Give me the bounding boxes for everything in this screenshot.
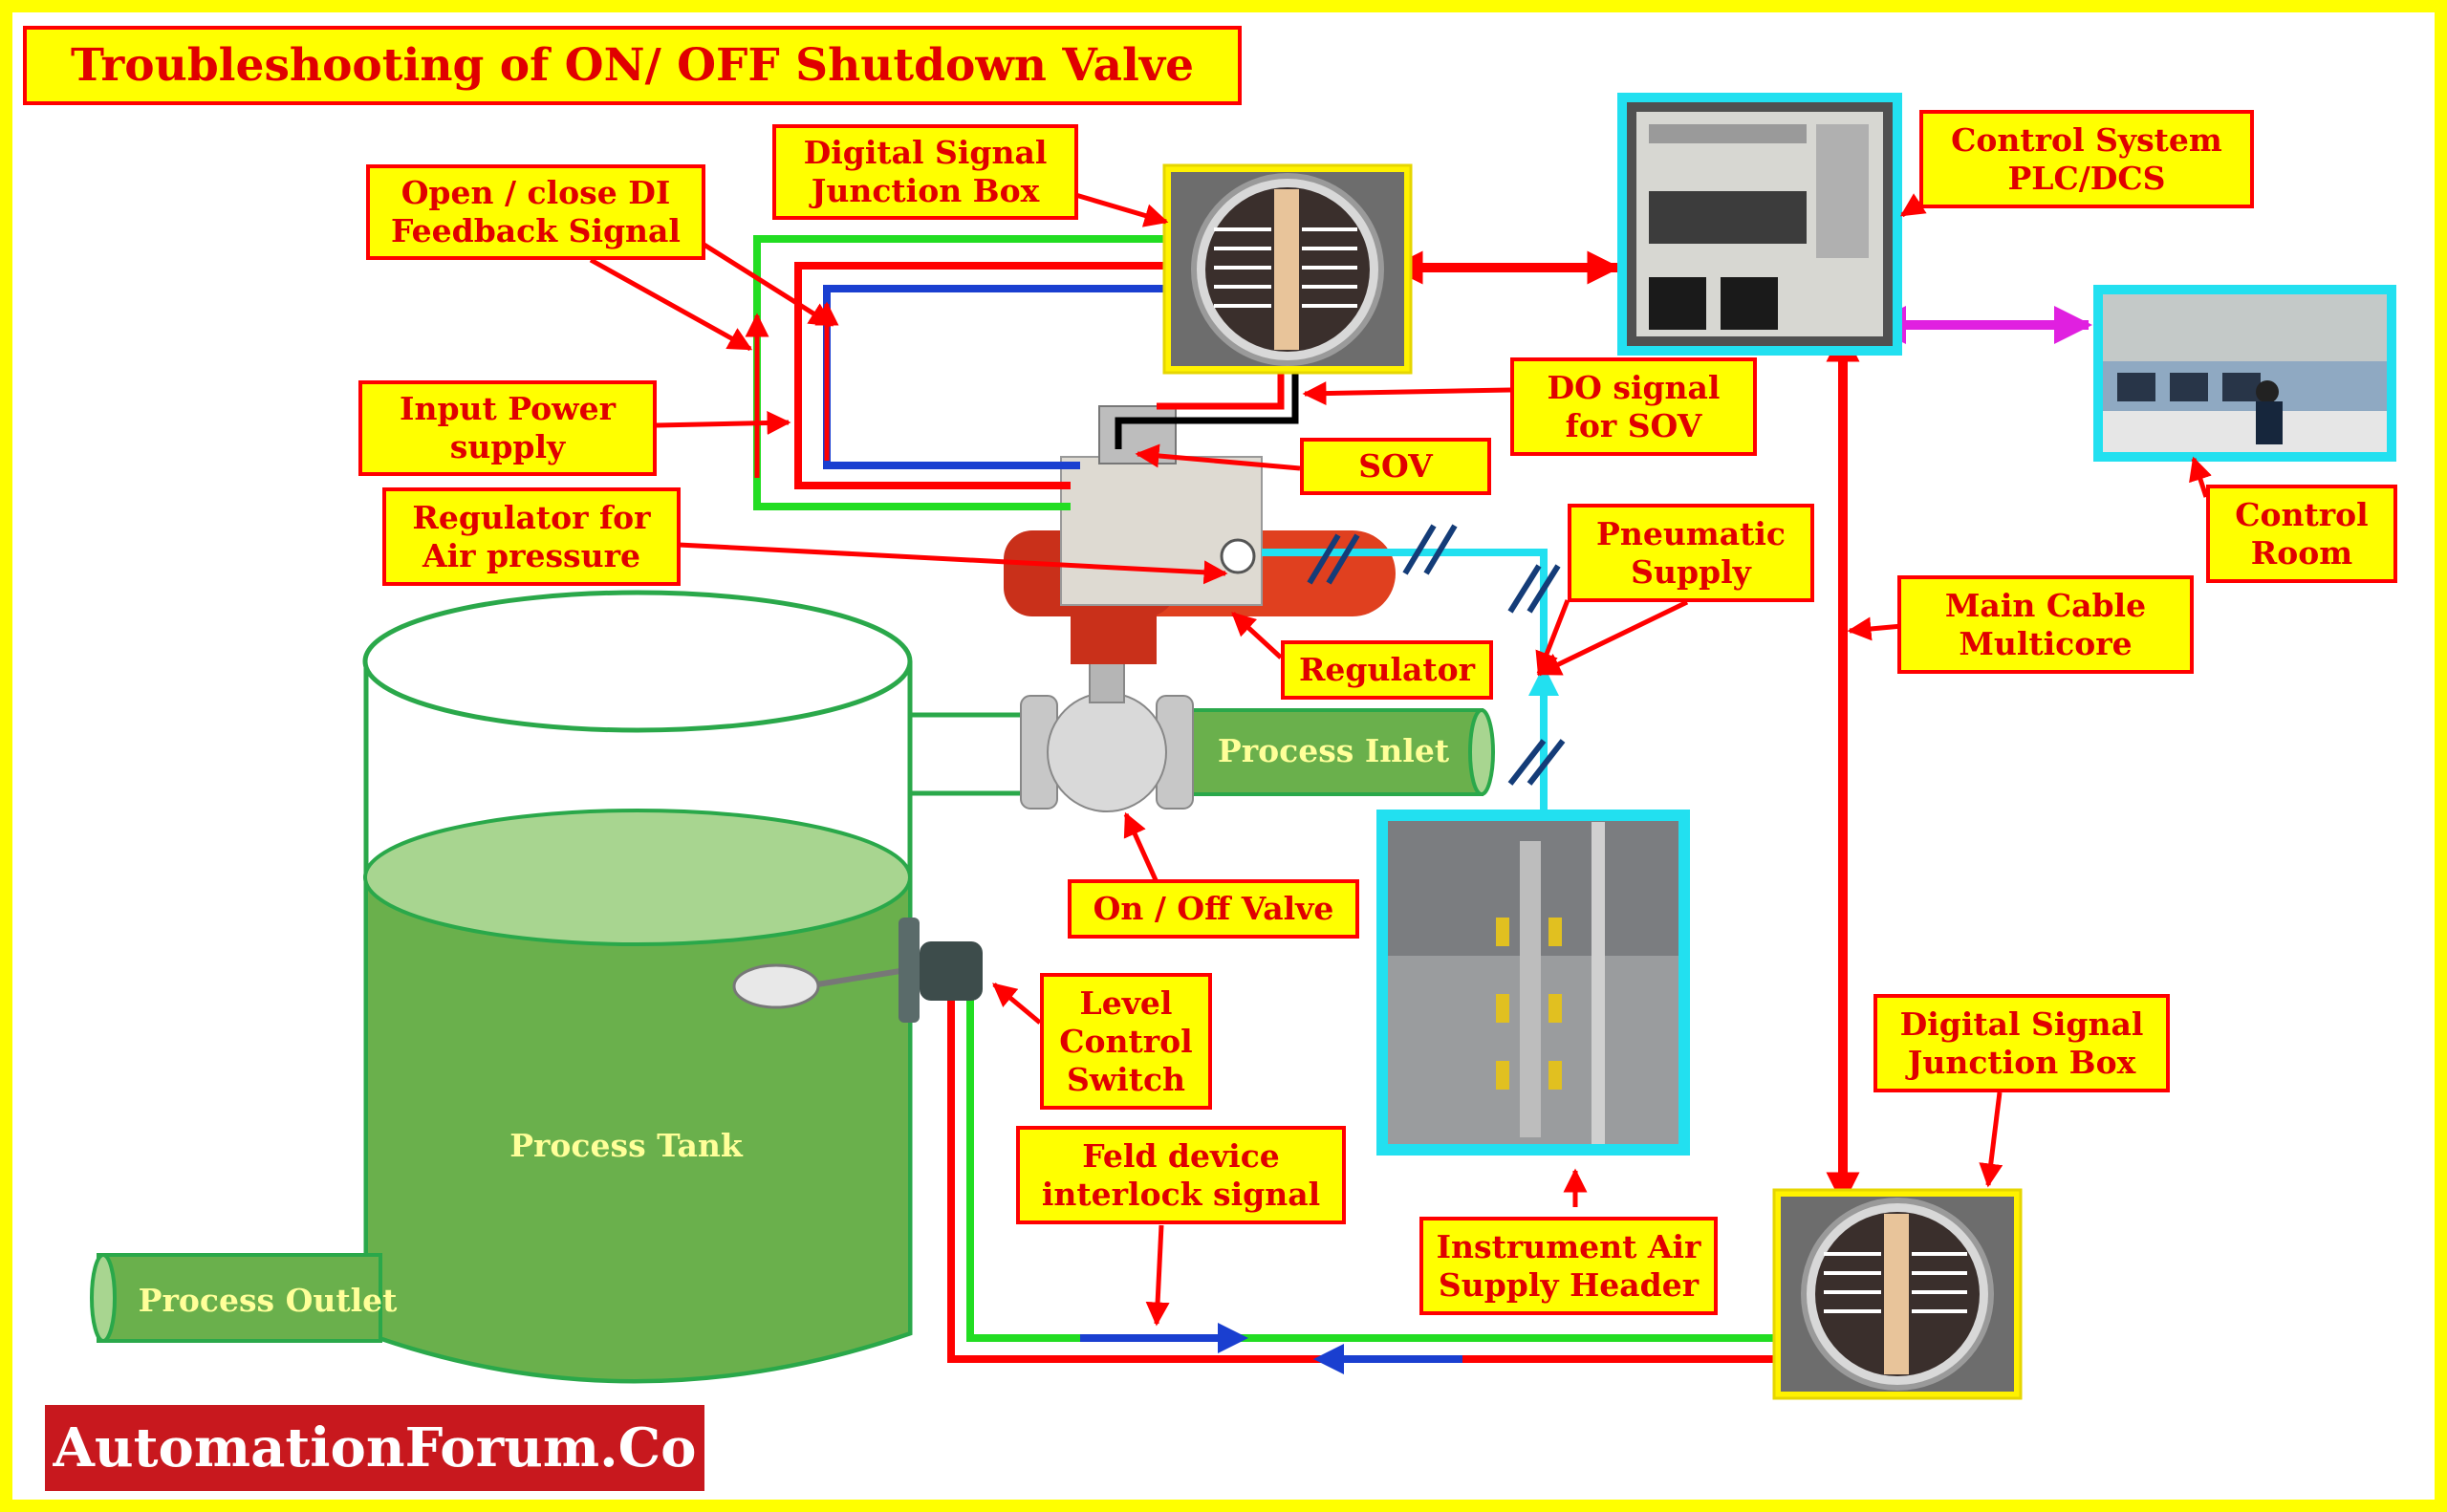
junction-box-photo [1772,1188,2023,1400]
regulator-air-label: Regulator for Air pressure [382,487,681,586]
air-header-photo [1376,810,1690,1156]
process-outlet-label: Process Outlet [139,1282,398,1319]
level-switch-label: Level Control Switch [1040,973,1212,1110]
process-inlet-pipe: Process Inlet [1159,708,1495,796]
digital-jb-top-label: Digital Signal Junction Box [772,124,1078,220]
input-power-label: Input Power supply [358,380,657,476]
process-outlet-pipe: Process Outlet [90,1253,398,1343]
page-title: Troubleshooting of ON/ OFF Shutdown Valv… [23,26,1242,105]
process-tank-label: Process Tank [509,1127,744,1164]
control-room-label: Control Room [2206,485,2397,583]
junction-box-photo [1162,163,1413,375]
control-system-label: Control System PLC/DCS [1919,110,2254,208]
control-room-photo [2093,285,2396,462]
process-inlet-label: Process Inlet [1218,732,1450,769]
regulator-label: Regulator [1281,640,1493,700]
float-switch-photo [732,918,983,1023]
brand-logo: AutomationForum.Co [45,1405,704,1491]
pneumatic-supply-label: Pneumatic Supply [1568,504,1814,602]
ball-valve-photo [1020,659,1194,812]
field-interlock-label: Feld device interlock signal [1016,1126,1346,1224]
digital-jb-bottom-label: Digital Signal Junction Box [1873,994,2170,1092]
onoff-valve-label: On / Off Valve [1068,879,1359,939]
do-signal-label: DO signal for SOV [1510,357,1757,456]
sov-label: SOV [1300,438,1491,495]
open-close-di-label: Open / close DI Feedback Signal [366,164,705,260]
plc-cabinet-photo [1617,93,1902,356]
instrument-air-label: Instrument Air Supply Header [1419,1217,1718,1315]
main-cable-label: Main Cable Multicore [1897,575,2194,674]
